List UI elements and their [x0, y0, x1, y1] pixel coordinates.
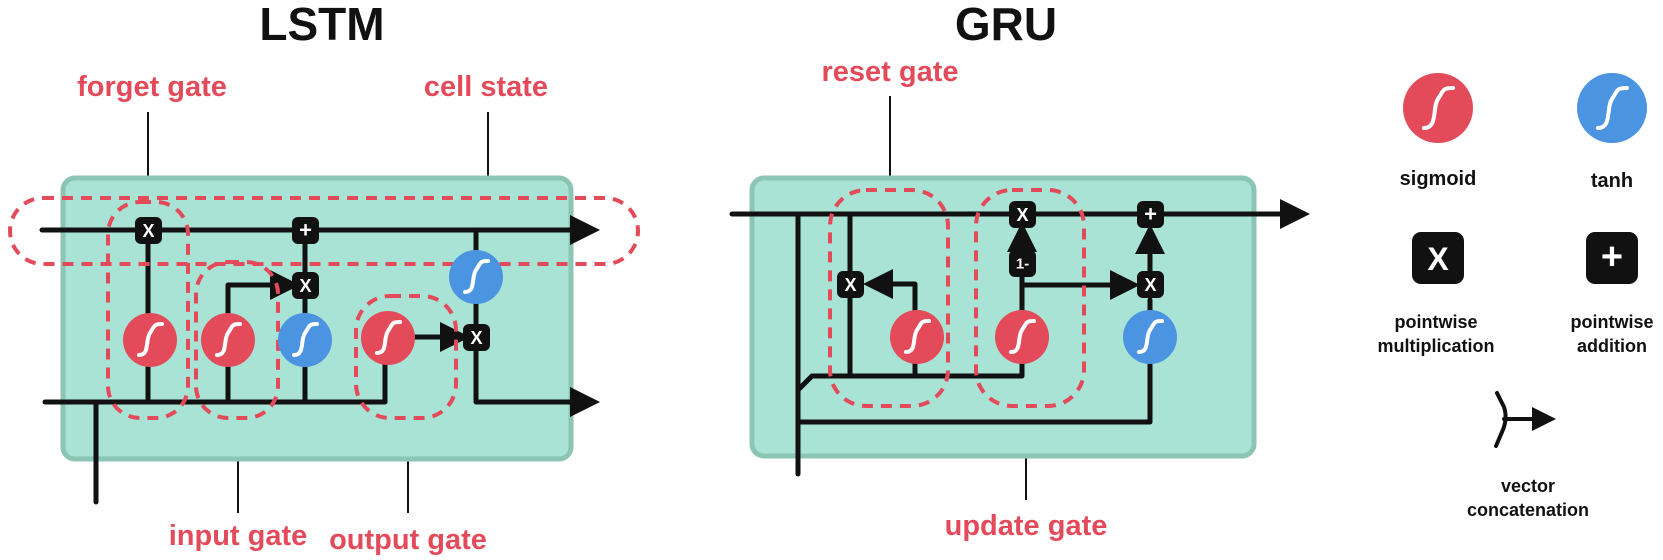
pointwise-multiplication-label-line1: pointwise	[1394, 312, 1477, 332]
update-gate-outline	[974, 188, 1086, 408]
pointwise-addition-label-line1: pointwise	[1570, 312, 1653, 332]
gru-title: GRU	[955, 0, 1057, 50]
lstm-input-sigmoid	[201, 313, 255, 367]
lstm-output-sigmoid	[361, 311, 415, 365]
svg-text:+: +	[1601, 236, 1623, 278]
svg-text:X: X	[470, 328, 482, 348]
reset-gate-label: reset gate	[821, 56, 958, 88]
lstm-title: LSTM	[259, 0, 384, 50]
gru-candidate-tanh	[1123, 310, 1177, 364]
svg-text:+: +	[1144, 202, 1157, 227]
vector-concatenation-icon	[1494, 391, 1556, 448]
lstm-output-multiply: X	[463, 324, 490, 351]
tanh-icon	[1577, 73, 1647, 143]
pointwise-addition-icon: +	[1586, 232, 1638, 284]
pointwise-multiplication-icon: X	[1412, 232, 1464, 284]
update-gate-label: update gate	[945, 510, 1108, 542]
gru-one-minus: 1-	[1009, 250, 1036, 277]
reset-gate-outline	[828, 188, 950, 408]
gru-add: +	[1137, 201, 1164, 228]
input-gate-label: input gate	[169, 520, 308, 552]
svg-text:1-: 1-	[1016, 256, 1029, 273]
pointwise-multiplication-label-line2: multiplication	[1378, 336, 1495, 356]
lstm-input-multiply: X	[292, 272, 319, 299]
sigmoid-label: sigmoid	[1400, 168, 1477, 190]
svg-text:+: +	[299, 218, 312, 243]
forget-gate-outline	[106, 200, 190, 420]
sigmoid-icon	[1403, 73, 1473, 143]
legend: sigmoid tanh X pointwise multiplication …	[1378, 73, 1654, 520]
cell-state-label: cell state	[424, 71, 548, 103]
tanh-label: tanh	[1591, 170, 1633, 192]
svg-text:X: X	[1427, 241, 1449, 277]
gru-gate-outlines	[828, 188, 1086, 408]
output-gate-label: output gate	[329, 524, 487, 556]
lstm-forget-multiply: X	[135, 217, 162, 244]
lstm-cell-add: +	[292, 217, 319, 244]
gru-update-multiply: X	[1009, 201, 1036, 228]
output-gate-outline	[354, 294, 458, 420]
lstm-cell-tanh	[449, 250, 503, 304]
gru-update-sigmoid	[995, 310, 1049, 364]
forget-gate-label: forget gate	[77, 71, 227, 103]
cell-state-outline	[8, 196, 640, 266]
gru-reset-multiply: X	[837, 271, 864, 298]
gru-reset-sigmoid	[890, 310, 944, 364]
lstm-forget-sigmoid	[123, 313, 177, 367]
gru-candidate-multiply: X	[1137, 271, 1164, 298]
svg-text:X: X	[299, 276, 311, 296]
svg-text:X: X	[1144, 275, 1156, 295]
vector-concatenation-label-line1: vector	[1501, 476, 1555, 496]
svg-text:X: X	[844, 275, 856, 295]
svg-text:X: X	[142, 221, 154, 241]
vector-concatenation-label-line2: concatenation	[1467, 500, 1589, 520]
gru-cell-box	[749, 175, 1257, 459]
lstm-candidate-tanh	[278, 313, 332, 367]
svg-text:X: X	[1016, 205, 1028, 225]
pointwise-addition-label-line2: addition	[1577, 336, 1647, 356]
